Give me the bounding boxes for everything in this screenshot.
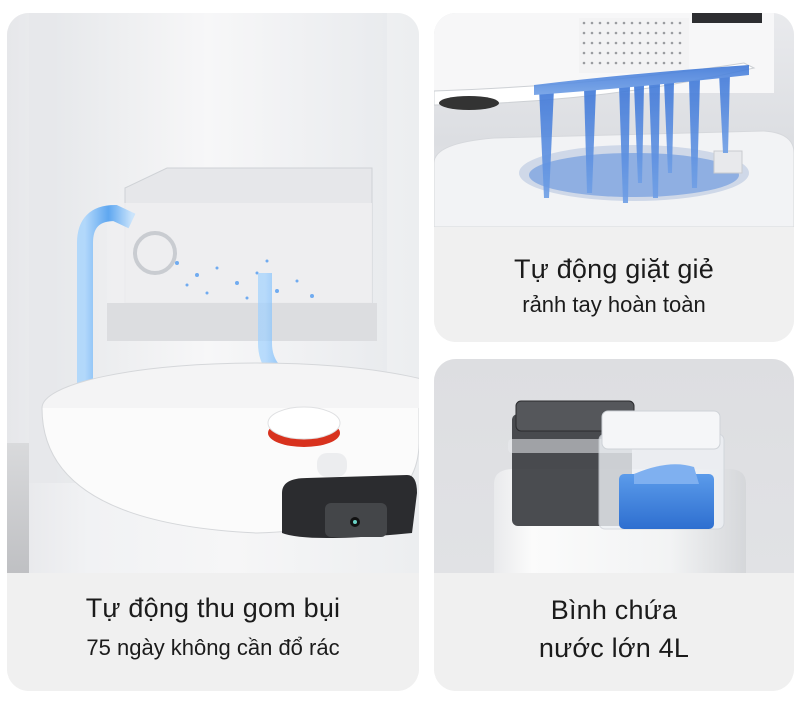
feature-caption: Tự động thu gom bụi 75 ngày không cần đổ…	[7, 573, 419, 691]
feature-title: Tự động giặt giẻ	[514, 254, 714, 284]
water-tanks-icon	[434, 359, 794, 573]
robot-vacuum-dust-station-icon	[7, 13, 419, 573]
feature-title: Tự động thu gom bụi	[85, 593, 341, 623]
feature-subtitle: rảnh tay hoàn toàn	[522, 292, 706, 317]
feature-title-line1: Bình chứa	[550, 595, 678, 625]
feature-card-water-tank: Bình chứa nước lớn 4L	[434, 359, 794, 691]
feature-card-mop-washing: Tự động giặt giẻ rảnh tay hoàn toàn	[434, 13, 794, 342]
mop-washing-icon	[434, 13, 794, 227]
feature-caption: Tự động giặt giẻ rảnh tay hoàn toàn	[434, 227, 794, 342]
feature-subtitle: 75 ngày không cần đổ rác	[86, 635, 340, 660]
feature-card-dust-collection: Tự động thu gom bụi 75 ngày không cần đổ…	[7, 13, 419, 691]
feature-title-line2: nước lớn 4L	[538, 633, 690, 663]
feature-caption: Bình chứa nước lớn 4L	[434, 573, 794, 691]
